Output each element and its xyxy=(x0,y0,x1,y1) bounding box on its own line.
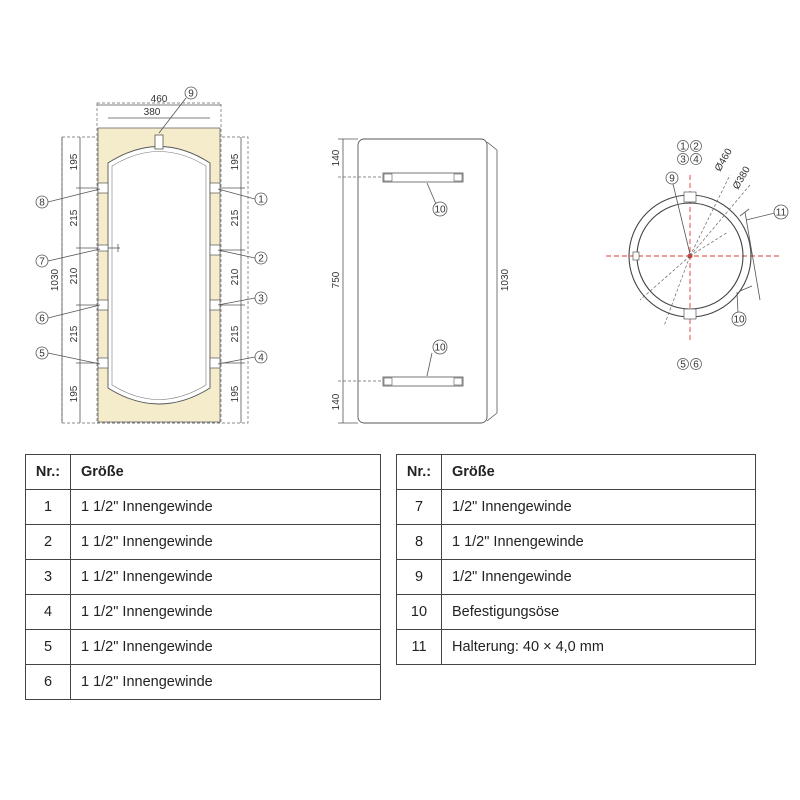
callout-1: 1 xyxy=(258,195,264,206)
bracket-line xyxy=(744,211,761,301)
top-view: 1 2 3 4 5 6 Ø460 Ø380 9 11 10 xyxy=(606,140,789,371)
top-dim-envelope xyxy=(96,102,222,424)
table-row: 2 1 1/2" Innengewinde xyxy=(25,524,381,560)
right-dim-1: 195 xyxy=(230,153,241,170)
parts-table-left: Nr.: Größe 1 1 1/2" Innengewinde 2 1 1/2… xyxy=(25,454,381,700)
table-row: 7 1/2" Innengewinde xyxy=(396,489,756,525)
top-callout-9: 9 xyxy=(669,174,675,185)
top-label-1: 1 xyxy=(680,142,686,153)
dim-width-inner: 380 xyxy=(144,107,161,118)
top-fitting-north xyxy=(683,191,697,203)
right-dim-3: 210 xyxy=(230,268,241,285)
row-size: Befestigungsöse xyxy=(441,594,756,630)
top-callout-10: 10 xyxy=(733,315,745,326)
callout-9-side: 9 xyxy=(188,89,194,100)
left-dim-4: 215 xyxy=(69,325,80,342)
table-row: 11 Halterung: 40 × 4,0 mm xyxy=(396,629,756,665)
table-header-row: Nr.: Größe xyxy=(396,454,756,490)
row-size: 1 1/2" Innengewinde xyxy=(70,629,381,665)
top-label-5: 5 xyxy=(680,360,686,371)
callout-8: 8 xyxy=(39,198,45,209)
callout-7: 7 xyxy=(39,257,45,268)
row-nr: 2 xyxy=(25,524,71,560)
back-dim-bottom: 140 xyxy=(331,393,342,410)
diameter-inner: Ø380 xyxy=(731,164,753,191)
tank-shell-inner xyxy=(111,151,207,400)
back-view: 140 750 140 1030 10 10 xyxy=(331,138,511,424)
row-nr: 8 xyxy=(396,524,442,560)
eyelet-bar-bottom xyxy=(382,376,464,387)
table-row: 9 1/2" Innengewinde xyxy=(396,559,756,595)
right-dim-4: 215 xyxy=(230,325,241,342)
right-callouts: 1 2 3 4 xyxy=(217,188,268,365)
top-label-2: 2 xyxy=(693,142,699,153)
callout-2: 2 xyxy=(258,254,264,265)
row-size: 1/2" Innengewinde xyxy=(441,489,756,525)
header-nr: Nr.: xyxy=(25,454,71,490)
row-size: 1 1/2" Innengewinde xyxy=(70,559,381,595)
callout-5: 5 xyxy=(39,349,45,360)
table-row: 6 1 1/2" Innengewinde xyxy=(25,664,381,700)
left-dim-2: 215 xyxy=(69,209,80,226)
callout-6: 6 xyxy=(39,314,45,325)
top-label-3: 3 xyxy=(680,155,686,166)
side-view: 460 380 9 1030 195 215 210 215 195 195 2… xyxy=(35,86,268,424)
tank-back-outline xyxy=(357,138,488,424)
row-size: 1 1/2" Innengewinde xyxy=(70,524,381,560)
top-label-6: 6 xyxy=(693,360,699,371)
right-dim-2: 215 xyxy=(230,209,241,226)
row-nr: 9 xyxy=(396,559,442,595)
dim-height-total-side: 1030 xyxy=(50,268,61,291)
row-nr: 11 xyxy=(396,629,442,665)
row-nr: 4 xyxy=(25,594,71,630)
table-row: 3 1 1/2" Innengewinde xyxy=(25,559,381,595)
callout-4: 4 xyxy=(258,353,264,364)
row-nr: 3 xyxy=(25,559,71,595)
back-dim-middle: 750 xyxy=(331,271,342,288)
row-nr: 7 xyxy=(396,489,442,525)
top-callout-11: 11 xyxy=(776,208,787,219)
row-size: 1 1/2" Innengewinde xyxy=(441,524,756,560)
row-size: 1 1/2" Innengewinde xyxy=(70,664,381,700)
diameter-outer: Ø460 xyxy=(713,146,735,173)
table-row: 5 1 1/2" Innengewinde xyxy=(25,629,381,665)
row-size: 1 1/2" Innengewinde xyxy=(70,594,381,630)
header-nr: Nr.: xyxy=(396,454,442,490)
left-dim-1: 195 xyxy=(69,153,80,170)
dim-width-outer: 460 xyxy=(151,94,168,105)
right-dim-5: 195 xyxy=(230,385,241,402)
top-fitting xyxy=(154,134,164,150)
top-fitting-south xyxy=(683,308,697,320)
row-nr: 6 xyxy=(25,664,71,700)
back-dim-top: 140 xyxy=(331,149,342,166)
header-size: Größe xyxy=(70,454,381,490)
row-size: Halterung: 40 × 4,0 mm xyxy=(441,629,756,665)
row-nr: 10 xyxy=(396,594,442,630)
parts-table-right: Nr.: Größe 7 1/2" Innengewinde 8 1 1/2" … xyxy=(396,454,756,665)
left-callouts: 8 7 6 5 xyxy=(35,188,101,365)
table-row: 8 1 1/2" Innengewinde xyxy=(396,524,756,560)
header-size: Größe xyxy=(441,454,756,490)
eyelet-bar-top xyxy=(382,172,464,183)
top-label-4: 4 xyxy=(693,155,699,166)
callout-10-back-top: 10 xyxy=(434,205,446,216)
left-dim-3: 210 xyxy=(69,267,80,284)
top-fitting-west xyxy=(632,251,640,261)
technical-drawing: 460 380 9 1030 195 215 210 215 195 195 2… xyxy=(35,86,789,424)
tank-shell-outer xyxy=(107,146,211,405)
callout-circle-9 xyxy=(184,86,198,100)
row-nr: 1 xyxy=(25,489,71,525)
table-row: 10 Befestigungsöse xyxy=(396,594,756,630)
row-nr: 5 xyxy=(25,629,71,665)
row-size: 1/2" Innengewinde xyxy=(441,559,756,595)
table-row: 1 1 1/2" Innengewinde xyxy=(25,489,381,525)
back-dim-height-total: 1030 xyxy=(500,268,511,291)
callout-10-back-bottom: 10 xyxy=(434,343,446,354)
callout-3: 3 xyxy=(258,294,264,305)
left-dim-5: 195 xyxy=(69,385,80,402)
table-row: 4 1 1/2" Innengewinde xyxy=(25,594,381,630)
table-header-row: Nr.: Größe xyxy=(25,454,381,490)
row-size: 1 1/2" Innengewinde xyxy=(70,489,381,525)
